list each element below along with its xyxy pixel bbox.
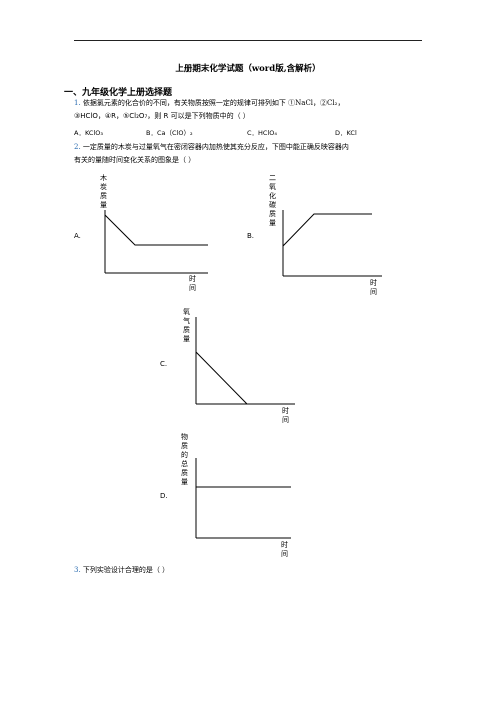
graph-d-ylabel-char: 物 [181, 432, 188, 441]
graph-c-xlabel-char: 时 [282, 406, 289, 415]
graph-d-ylabel-char: 量 [181, 478, 188, 486]
section-heading: 一、九年级化学上册选择题 [64, 88, 173, 98]
graph-a-ylabel: 木 炭 质 量 [100, 173, 107, 209]
q1-option-c[interactable]: C．HClO₄ [247, 129, 277, 137]
graph-a-ylabel-char: 木 [100, 173, 107, 182]
graph-b-ylabel: 二 氧 化 碳 质 量 [269, 174, 276, 227]
graph-a-ylabel-char: 量 [100, 201, 107, 209]
q1-text-line1: 依据氯元素的化合价的不同，有关物质按照一定的规律可排列如下 ①NaCl，②Cl₂… [82, 99, 345, 107]
header-rule [74, 40, 422, 41]
q2-text-line2: 有关的量随时间变化关系的图象是（ ） [74, 156, 196, 164]
q2-text-line1: 一定质量的木炭与过量氧气在密闭容器内加热使其充分反应，下图中能正确反映容器内 [82, 143, 349, 151]
q1-line1: 1. 依据氯元素的化合价的不同，有关物质按照一定的规律可排列如下 ①NaCl，②… [74, 98, 344, 108]
graph-d-xlabel-char: 间 [281, 550, 288, 558]
graph-a: 木 炭 质 量 时 间 [100, 173, 208, 292]
q3-text: 下列实验设计合理的是（ ） [82, 566, 170, 574]
graph-d-ylabel-char: 质 [181, 441, 188, 450]
graph-b-ylabel-char: 量 [269, 219, 276, 227]
graph-a-xlabel-char: 间 [189, 284, 196, 292]
doc-title: 上册期末化学试题（word版,含解析） [175, 64, 321, 74]
graph-c-ylabel-char: 气 [183, 316, 190, 325]
q3-line: 3. 下列实验设计合理的是（ ） [74, 565, 169, 575]
q2-line1: 2. 一定质量的木炭与过量氧气在密闭容器内加热使其充分反应，下图中能正确反映容器… [74, 142, 349, 152]
graph-b-ylabel-char: 氧 [269, 182, 276, 191]
graph-c-xlabel-char: 间 [282, 416, 289, 424]
option-b-label[interactable]: B. [247, 232, 255, 240]
q1-text-line2: ③HClO，④R，⑤Cl₂O₇，则 R 可以是下列物质中的（ ） [74, 112, 250, 120]
graph-b-ylabel-char: 质 [269, 209, 276, 218]
graph-b: 二 氧 化 碳 质 量 时 间 [269, 174, 382, 296]
graph-c-ylabel-char: 氧 [183, 307, 190, 316]
graph-c-ylabel-char: 质 [183, 325, 190, 334]
option-d-label[interactable]: D. [160, 492, 168, 500]
graph-d-xlabel-char: 时 [281, 540, 288, 549]
q1-number: 1. [74, 99, 81, 107]
option-c-label[interactable]: C. [160, 360, 168, 368]
q1-option-b[interactable]: B．Ca（ClO）₂ [146, 129, 193, 137]
graph-c-ylabel: 氧 气 质 量 [183, 307, 190, 343]
graph-b-ylabel-char: 二 [269, 174, 276, 182]
graph-c: 氧 气 质 量 时 间 [183, 307, 295, 424]
graph-c-ylabel-char: 量 [183, 335, 190, 343]
graph-a-ylabel-char: 炭 [100, 183, 107, 191]
option-a-label[interactable]: A. [74, 232, 81, 240]
graph-a-curve [104, 214, 208, 246]
graph-d-ylabel-char: 的 [181, 450, 188, 459]
q2-number: 2. [74, 143, 81, 151]
q1-option-a[interactable]: A．KClO₃ [74, 129, 103, 137]
graph-b-xlabel-char: 时 [370, 278, 377, 287]
graph-a-xlabel-char: 时 [189, 274, 196, 283]
graph-c-curve [195, 351, 248, 405]
graph-b-ylabel-char: 碳 [269, 200, 276, 209]
graph-a-ylabel-char: 质 [100, 191, 107, 200]
graph-d-ylabel-char: 总 [181, 459, 188, 468]
graph-d-ylabel: 物 质 的 总 质 量 [181, 432, 188, 486]
q1-option-d[interactable]: D．KCl [335, 129, 357, 137]
q3-number: 3. [74, 566, 81, 574]
graph-d-ylabel-char: 质 [181, 468, 188, 477]
graph-b-curve [282, 213, 372, 247]
graph-b-ylabel-char: 化 [269, 191, 276, 200]
graph-d: 物 质 的 总 质 量 时 间 [181, 432, 291, 558]
graph-b-xlabel-char: 间 [370, 288, 377, 296]
